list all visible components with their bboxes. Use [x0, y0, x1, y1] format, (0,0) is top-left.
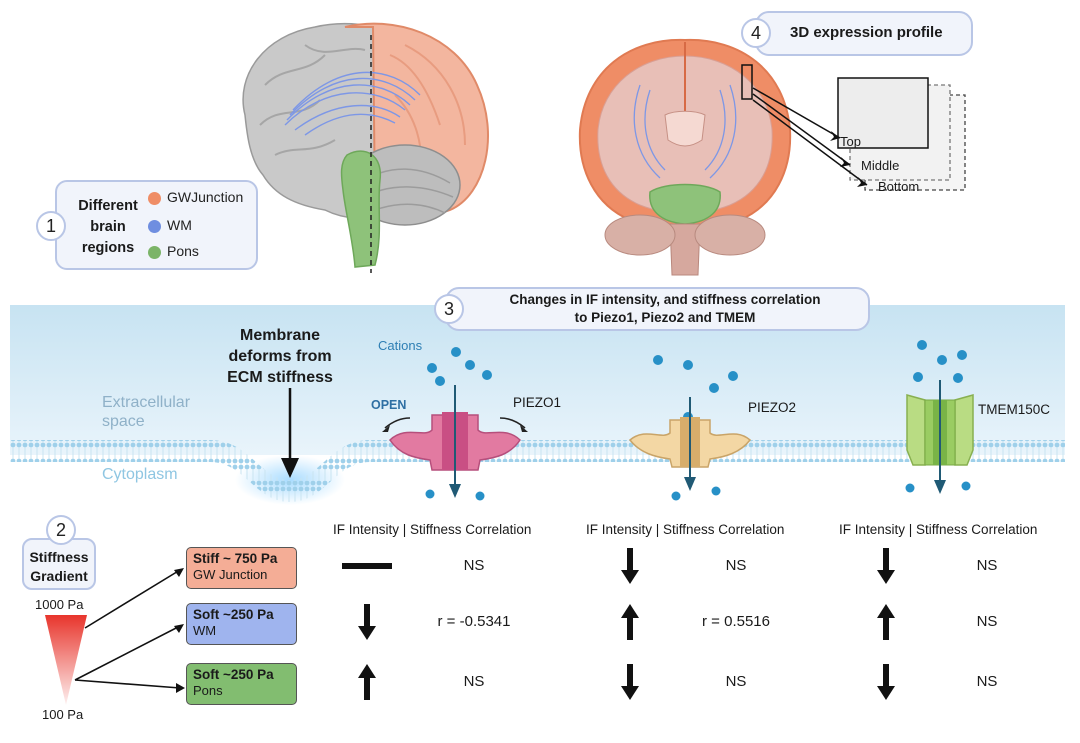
stiffness-gradient-fade — [40, 615, 92, 707]
region-box-pons: Soft ~250 Pa Pons — [186, 663, 297, 705]
extracellular-line: Extracellular — [102, 394, 191, 411]
region-subtitle: WM — [193, 623, 217, 638]
slice-label-middle: Middle — [861, 158, 900, 173]
panel3-number-badge: 3 — [434, 294, 464, 324]
piezo2-channel — [628, 397, 752, 491]
slices-illustration — [752, 77, 966, 191]
trend-down-icon — [621, 664, 639, 700]
panel2-title-line: Gradient — [30, 568, 88, 584]
region-title: Soft ~250 Pa — [193, 667, 274, 682]
panel1-title-line: regions — [81, 240, 135, 256]
cytoplasm-label: Cytoplasm — [102, 466, 178, 483]
stiffness-correlation-value: NS — [976, 613, 998, 630]
column-header-piezo2: IF Intensity | Stiffness Correlation — [586, 522, 785, 537]
stiffness-correlation-value: NS — [976, 557, 998, 574]
membrane-deform-line: Membrane — [239, 327, 321, 344]
panel1-number-badge: 1 — [36, 211, 66, 241]
panel3-title-line2: to Piezo1, Piezo2 and TMEM — [574, 310, 756, 325]
trend-none-icon — [342, 563, 392, 569]
membrane-deform-line: deforms from — [228, 348, 332, 365]
trend-down-icon — [358, 604, 376, 640]
region-title: Soft ~250 Pa — [193, 607, 274, 622]
membrane-deform-line: ECM stiffness — [227, 369, 333, 386]
panel1-title: Different brain regions — [68, 196, 148, 259]
piezo2-label: PIEZO2 — [748, 400, 797, 415]
panel4-number-badge: 4 — [741, 18, 771, 48]
legend-dot-gwjunction — [148, 192, 161, 205]
deform-arrow — [281, 388, 299, 478]
trend-down-icon — [877, 664, 895, 700]
extracellular-label: Extracellular space — [102, 393, 190, 431]
cations-label: Cations — [378, 338, 423, 353]
membrane-bilayer — [10, 440, 1065, 505]
region-title: Stiff ~ 750 Pa — [193, 551, 278, 566]
open-label: OPEN — [371, 398, 407, 412]
panel1-title-line: brain — [90, 219, 126, 235]
sagittal-brain-illustration — [242, 22, 489, 273]
stiffness-correlation-value: NS — [976, 673, 998, 690]
membrane-deform-label: Membrane deforms from ECM stiffness — [205, 325, 355, 388]
extracellular-line: space — [102, 413, 145, 430]
region-subtitle: Pons — [193, 683, 223, 698]
stiffness-correlation-value: NS — [725, 673, 747, 690]
panel4-title: 3D expression profile — [790, 24, 943, 41]
trend-up-icon — [877, 604, 895, 640]
stiffness-correlation-value: r = 0.5516 — [702, 613, 770, 630]
legend-dot-wm — [148, 220, 161, 233]
region-subtitle: GW Junction — [193, 567, 268, 582]
region-box-wm: Soft ~250 Pa WM — [186, 603, 297, 645]
stiffness-correlation-value: NS — [725, 557, 747, 574]
gradient-top-value: 1000 Pa — [35, 597, 84, 612]
slice-label-top: Top — [840, 134, 861, 149]
panel1-title-line: Different — [78, 198, 138, 214]
trend-up-icon — [621, 604, 639, 640]
column-header-piezo1: IF Intensity | Stiffness Correlation — [333, 522, 532, 537]
panel3-title-line1: Changes in IF intensity, and stiffness c… — [509, 292, 821, 307]
legend-label-wm: WM — [167, 217, 192, 233]
panel2-number-badge: 2 — [46, 515, 76, 545]
trend-down-icon — [877, 548, 895, 584]
gradient-bottom-value: 100 Pa — [42, 707, 84, 722]
column-header-tmem: IF Intensity | Stiffness Correlation — [839, 522, 1038, 537]
tmem150c-label: TMEM150C — [978, 402, 1051, 417]
gradient-arrows — [74, 568, 185, 693]
legend-label-pons: Pons — [167, 243, 199, 259]
trend-down-icon — [621, 548, 639, 584]
coronal-brain-illustration — [578, 38, 792, 276]
tmem150c-channel — [906, 380, 974, 494]
stiffness-correlation-value: NS — [463, 673, 485, 690]
region-box-gwjunction: Stiff ~ 750 Pa GW Junction — [186, 547, 297, 589]
panel2-title-line: Stiffness — [29, 549, 89, 565]
panel2-title: Stiffness Gradient — [22, 548, 96, 586]
stiffness-correlation-value: NS — [463, 557, 485, 574]
panel4-title-box — [755, 11, 973, 56]
trend-up-icon — [358, 664, 376, 700]
panel3-title: Changes in IF intensity, and stiffness c… — [465, 291, 865, 327]
slice-label-bottom: Bottom — [878, 179, 920, 194]
piezo1-label: PIEZO1 — [513, 395, 562, 410]
legend-dot-pons — [148, 246, 161, 259]
legend-label-gwjunction: GWJunction — [167, 189, 244, 205]
piezo1-channel — [382, 385, 528, 498]
stiffness-correlation-value: r = -0.5341 — [437, 613, 511, 630]
